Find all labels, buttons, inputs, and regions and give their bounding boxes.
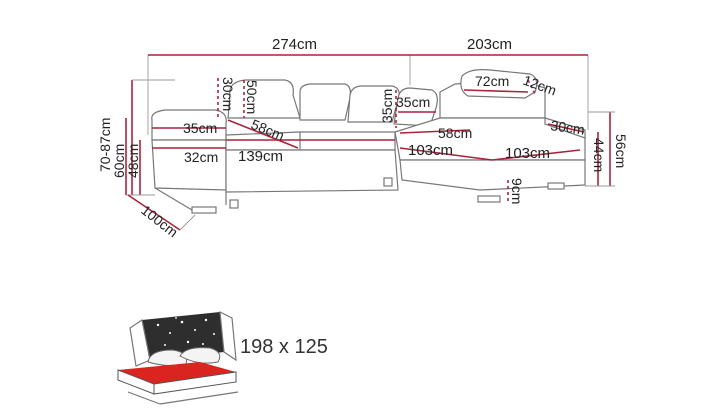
dim-height-range: 70-87cm — [97, 118, 113, 172]
dim-corner-depth: 35cm — [396, 94, 430, 110]
bed-size-label: 198 x 125 — [240, 336, 328, 358]
red-dimension-lines — [125, 78, 615, 231]
dim-total-width: 274cm — [272, 36, 317, 53]
dim-chaise-length-b: 103cm — [505, 145, 550, 162]
dim-headrest-height: 30cm — [220, 77, 236, 111]
bed-surface — [118, 362, 236, 384]
sofa-outline — [151, 69, 586, 214]
dim-chaise-length-a: 103cm — [408, 142, 453, 159]
dim-armrest-width: 32cm — [184, 149, 218, 165]
dim-armrest-depth: 35cm — [183, 120, 217, 136]
dim-seat-width: 139cm — [238, 148, 283, 165]
dim-side-height: 60cm — [111, 144, 127, 178]
dim-chaise-side-height: 44cm — [591, 138, 607, 172]
dim-depth: 100cm — [138, 202, 181, 240]
dim-leg-height: 9cm — [509, 178, 525, 204]
dim-chaise-width: 203cm — [467, 36, 512, 53]
bed-function-icon — [117, 310, 239, 405]
dim-chaise-total-height: 56cm — [613, 134, 629, 168]
dim-chaise-armrest: 30cm — [550, 117, 586, 138]
dim-backrest-height: 35cm — [379, 89, 395, 123]
stars — [156, 317, 215, 346]
dim-seat-height: 48cm — [125, 144, 141, 178]
dim-headrest-width: 50cm — [244, 80, 260, 114]
dim-headrest-length: 72cm — [475, 73, 509, 89]
top-dimension-lines — [147, 54, 589, 135]
dim-seat-depth-right: 58cm — [438, 125, 472, 141]
